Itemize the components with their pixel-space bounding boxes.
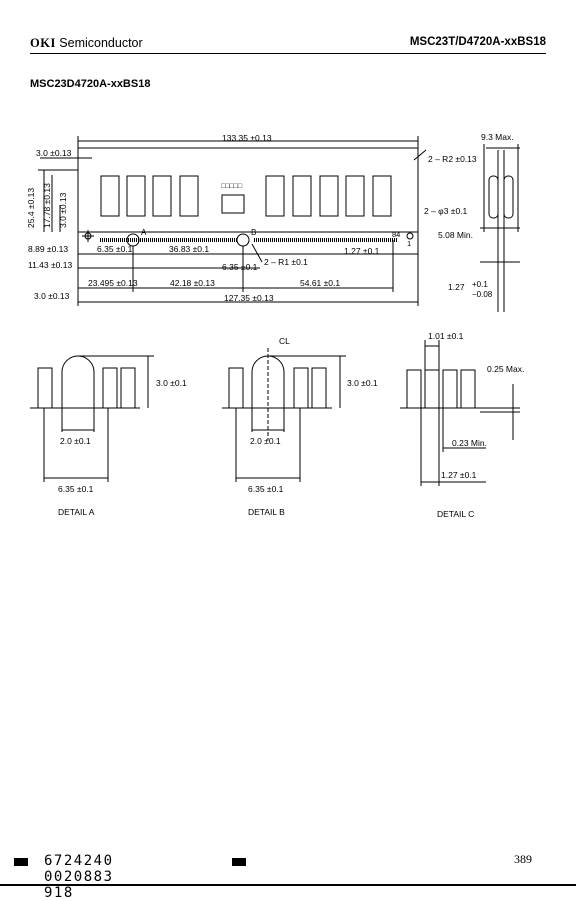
barcode-block-left [14,858,28,866]
pin-a-label: A [141,228,147,237]
barcode-block-right [232,858,246,866]
page-header: OKI Semiconductor MSC23T/D4720A-xxBS18 [30,36,546,52]
dim-1-27-b-minus: −0.08 [472,290,493,299]
detail-a-label: DETAIL A [58,507,95,517]
barcode-text: 6724240 0020883 918 [44,853,114,901]
dim-36-83: 36.83 ±0.1 [169,244,209,254]
detail-c-pitch: 1.27 ±0.1 [441,470,477,480]
dim-1-27-b: 1.27 [448,282,465,292]
page-bottom-rule [0,884,576,886]
dim-8-89: 8.89 ±0.13 [28,244,68,254]
brand-logo: OKI [30,36,56,50]
dim-height-low: 3.0 ±0.13 [58,192,68,228]
dim-1-27-b-plus: +0.1 [472,280,488,289]
header-part-number: MSC23T/D4720A-xxBS18 [409,36,546,48]
dim-thickness-max: 9.3 Max. [481,132,514,142]
module-board-outline [77,147,419,233]
dim-left-offset-bottom: 3.0 ±0.13 [34,291,70,301]
detail-a-height: 3.0 ±0.1 [156,378,187,388]
dim-6-35-b: 6.35 ±0.1 [222,262,258,272]
dim-42-18: 42.18 ±0.13 [170,278,215,288]
dim-11-43: 11.43 ±0.13 [28,260,72,270]
dim-54-61: 54.61 ±0.1 [300,278,340,288]
dim-hole-diameter: 2 – φ3 ±0.1 [424,206,468,216]
dim-6-35-a: 6.35 ±0.1 [97,244,133,254]
page-number: 389 [514,852,532,866]
dim-left-offset-top: 3.0 ±0.13 [36,148,72,158]
dim-height-mid: 17.78 ±0.13 [42,183,52,228]
detail-b-label: DETAIL B [248,507,285,517]
brand: OKI Semiconductor [30,36,143,51]
dim-23-495: 23.495 ±0.13 [88,278,138,288]
detail-b-width: 2.0 ±0.1 [250,436,281,446]
detail-a-pitch: 6.35 ±0.1 [58,484,94,494]
detail-c-width: 1.01 ±0.1 [428,331,464,341]
detail-a-width: 2.0 ±0.1 [60,436,91,446]
detail-b-pitch: 6.35 ±0.1 [248,484,284,494]
section-title: MSC23D4720A-xxBS18 [30,78,151,90]
dim-1-27-a: 1.27 ±0.1 [344,246,380,256]
detail-c-gap: 0.23 Min. [452,438,487,448]
pin-1-label: 1 [407,239,411,248]
dim-overall-length: 133.35 ±0.13 [222,133,272,143]
dim-r1: 2 – R1 ±0.1 [264,257,308,267]
pin-84-label: 84 [392,230,400,239]
detail-b-height: 3.0 ±0.1 [347,378,378,388]
dim-127-35: 127.35 ±0.13 [224,293,274,303]
chip-label: □□□□□ [221,183,243,190]
detail-c-label: DETAIL C [437,509,474,519]
detail-c-depth: 0.25 Max. [487,364,524,374]
header-rule [30,53,546,54]
brand-text: Semiconductor [59,36,143,50]
centerline-label: CL [279,336,290,346]
pin-b-label: B [251,228,256,237]
dim-lead-min: 5.08 Min. [438,230,473,240]
dim-height: 25.4 ±0.13 [26,188,36,228]
dim-radius: 2 – R2 ±0.13 [428,154,477,164]
